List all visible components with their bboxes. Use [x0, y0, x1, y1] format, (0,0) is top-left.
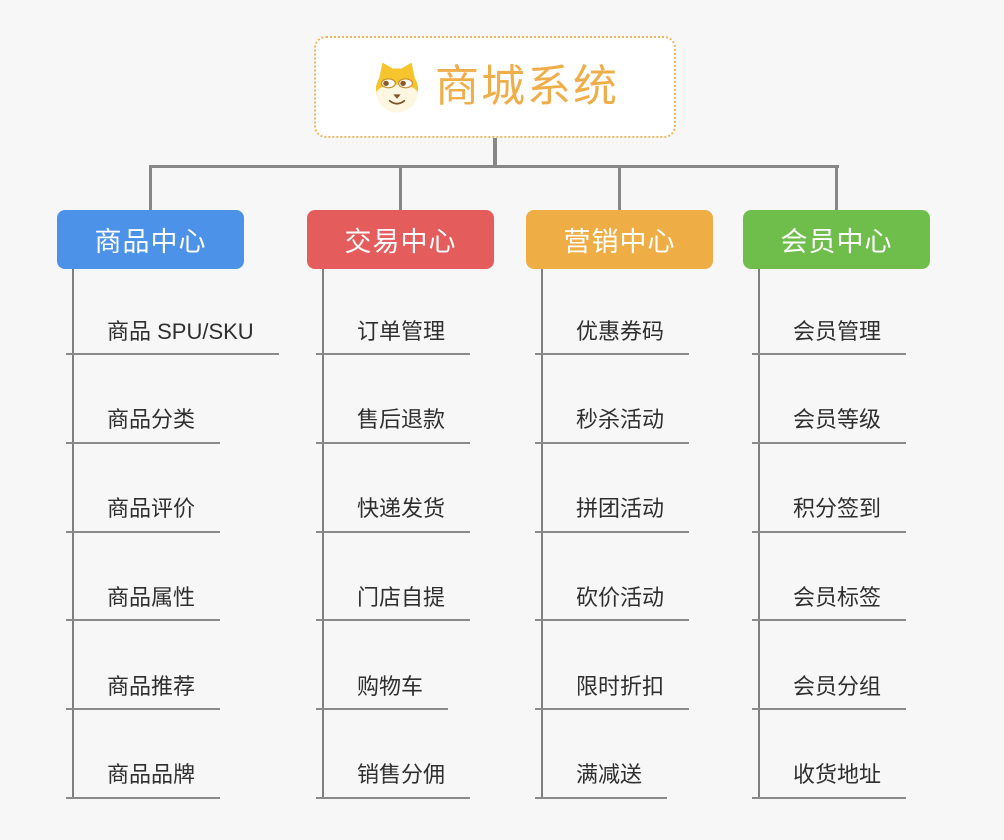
- leaf-node[interactable]: 拼团活动: [535, 444, 690, 533]
- leaf-node[interactable]: 商品品牌: [66, 710, 279, 799]
- branch: 营销中心 优惠券码 秒杀活动 拼团活动 砍价活动 限时折扣 满减送: [526, 168, 776, 810]
- leaf-node[interactable]: 会员等级: [752, 355, 907, 444]
- leaf-label: 商品品牌: [66, 761, 221, 799]
- connector-drop: [149, 168, 152, 210]
- branch-leaves: 订单管理 售后退款 快递发货 门店自提 购物车 销售分佣: [316, 269, 471, 799]
- leaf-label: 积分签到: [752, 495, 907, 533]
- leaf-node[interactable]: 订单管理: [316, 269, 471, 355]
- leaf-node[interactable]: 销售分佣: [316, 710, 471, 799]
- leaf-node[interactable]: 积分签到: [752, 444, 907, 533]
- leaf-node[interactable]: 会员标签: [752, 533, 907, 622]
- branch-label: 会员中心: [780, 227, 893, 257]
- leaf-label: 收货地址: [752, 761, 907, 799]
- leaf-node[interactable]: 门店自提: [316, 533, 471, 622]
- leaf-node[interactable]: 收货地址: [752, 710, 907, 799]
- dog-icon: [371, 61, 423, 113]
- leaf-label: 购物车: [316, 673, 449, 711]
- connector-drop: [618, 168, 621, 210]
- leaf-label: 砍价活动: [535, 584, 690, 622]
- leaf-label: 商品 SPU/SKU: [66, 318, 279, 355]
- leaf-label: 会员管理: [752, 318, 907, 355]
- connector-horizontal: [149, 165, 839, 168]
- leaf-node[interactable]: 商品评价: [66, 444, 279, 533]
- leaf-label: 满减送: [535, 761, 668, 799]
- leaf-label: 会员等级: [752, 406, 907, 444]
- branch-node[interactable]: 交易中心: [307, 210, 494, 269]
- leaf-label: 商品推荐: [66, 673, 221, 711]
- branch-leaves: 商品 SPU/SKU 商品分类 商品评价 商品属性 商品推荐 商品品牌: [66, 269, 279, 799]
- connector-drop: [835, 168, 838, 210]
- leaf-label: 限时折扣: [535, 673, 690, 711]
- root-node[interactable]: 商城系统: [314, 36, 676, 138]
- branch-label: 营销中心: [563, 227, 676, 257]
- leaf-node[interactable]: 秒杀活动: [535, 355, 690, 444]
- leaf-node[interactable]: 商品分类: [66, 355, 279, 444]
- leaf-node[interactable]: 砍价活动: [535, 533, 690, 622]
- leaf-label: 快递发货: [316, 495, 471, 533]
- leaf-label: 订单管理: [316, 318, 471, 355]
- leaf-node[interactable]: 商品属性: [66, 533, 279, 622]
- branch-leaves: 优惠券码 秒杀活动 拼团活动 砍价活动 限时折扣 满减送: [535, 269, 690, 799]
- branch: 交易中心 订单管理 售后退款 快递发货 门店自提 购物车 销售分佣: [307, 168, 557, 810]
- leaf-label: 销售分佣: [316, 761, 471, 799]
- leaf-label: 会员分组: [752, 673, 907, 711]
- leaf-label: 商品评价: [66, 495, 221, 533]
- branch-line: [322, 269, 324, 799]
- leaf-node[interactable]: 满减送: [535, 710, 689, 799]
- leaf-node[interactable]: 快递发货: [316, 444, 471, 533]
- leaf-node[interactable]: 限时折扣: [535, 621, 690, 711]
- leaf-node[interactable]: 优惠券码: [535, 269, 690, 355]
- leaf-label: 拼团活动: [535, 495, 690, 533]
- leaf-label: 秒杀活动: [535, 406, 690, 444]
- leaf-node[interactable]: 会员分组: [752, 621, 907, 711]
- branch-line: [758, 269, 760, 799]
- connector-drop: [399, 168, 402, 210]
- leaf-node[interactable]: 购物车: [316, 621, 470, 711]
- leaf-label: 优惠券码: [535, 318, 690, 355]
- branch-node[interactable]: 商品中心: [57, 210, 244, 269]
- root-title: 商城系统: [435, 62, 619, 111]
- leaf-node[interactable]: 会员管理: [752, 269, 907, 355]
- leaf-node[interactable]: 商品 SPU/SKU: [66, 269, 279, 355]
- branch-leaves: 会员管理 会员等级 积分签到 会员标签 会员分组 收货地址: [752, 269, 907, 799]
- leaf-label: 商品分类: [66, 406, 221, 444]
- branch-node[interactable]: 会员中心: [743, 210, 930, 269]
- connector-root-stub: [493, 138, 497, 166]
- branch-label: 交易中心: [344, 227, 457, 257]
- branch-label: 商品中心: [94, 227, 207, 257]
- branch-node[interactable]: 营销中心: [526, 210, 713, 269]
- leaf-label: 售后退款: [316, 406, 471, 444]
- leaf-node[interactable]: 售后退款: [316, 355, 471, 444]
- branch-line: [541, 269, 543, 799]
- branch: 商品中心 商品 SPU/SKU 商品分类 商品评价 商品属性 商品推荐 商品品牌: [57, 168, 307, 810]
- leaf-label: 门店自提: [316, 584, 471, 622]
- leaf-node[interactable]: 商品推荐: [66, 621, 279, 711]
- branch-line: [72, 269, 74, 799]
- leaf-label: 商品属性: [66, 584, 221, 622]
- branch: 会员中心 会员管理 会员等级 积分签到 会员标签 会员分组 收货地址: [743, 168, 993, 810]
- leaf-label: 会员标签: [752, 584, 907, 622]
